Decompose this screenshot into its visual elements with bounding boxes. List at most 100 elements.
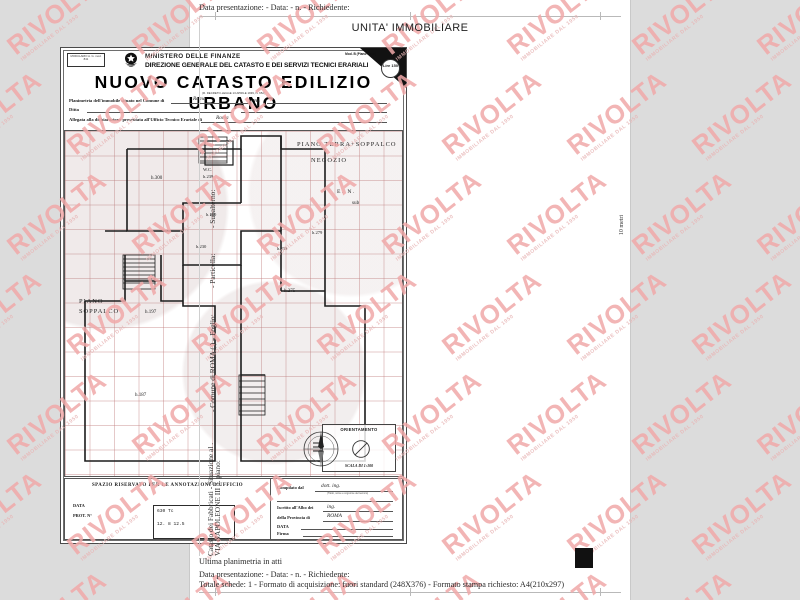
compass-rose-icon [303,431,339,467]
law-reference-note: (R. DECRETO-LEGGE 13 APRILE 1939, N. 652… [202,91,265,95]
sheet-main-title: NUOVO CATASTO EDILIZIO URBANO [94,72,373,113]
firma-rule [303,536,393,537]
modulario-stamp-text: MODULARIO A. G. mod. 841 [70,54,102,62]
plan-label-negozio: NEGOZIO [311,157,347,164]
plan-label-piano-terra: PIANO TERRA+SOPPALCO [297,141,397,148]
room-label: h.239 [203,174,214,179]
footer-ultima-planimetria: Ultima planimetria in atti [199,557,282,566]
floor-plan-vector: h.300 W.C. h.239 h.180 h.230 h.233 h.279… [79,135,397,462]
room-label: h.180 [206,212,217,217]
office-data-label: DATA [73,503,85,508]
office-annotations-left: SPAZIO RISERVATO PER LE ANNOTAZIONI D'UF… [65,479,271,539]
modulario-stamp-box: MODULARIO A. G. mod. 841 [67,53,105,67]
scale-ruler-label: 10 metri [619,214,626,236]
footer-tick-right [600,588,601,596]
room-label: h.233 [277,246,288,251]
footer-presentazione-line: Data presentazione: - Data: - n. - Richi… [199,570,350,579]
republic-emblem-icon [125,52,137,67]
plan-label-sub: sub [352,200,360,206]
form-line2-rule-a [87,112,232,113]
provincia-value: ROMA [327,513,342,519]
lire-stamp-text: Lire 150 [382,63,399,68]
header-presentazione-line: Data presentazione: - Data: - n. - Richi… [199,3,350,12]
room-label: h.230 [196,244,207,249]
mod-b-note: Mod. B (Piano Casa) [345,52,376,56]
compilato-rule2 [277,501,393,502]
form-line3-value: Roma [216,115,229,121]
no-entry-circle-icon [352,440,370,458]
ministero-line: MINISTERO DELLE FINANZE [145,53,241,60]
provincia-rule [323,521,393,522]
plan-label-piano: PIANO [79,298,104,305]
room-label: h.300 [151,176,163,181]
direzione-line: DIREZIONE GENERALE DEL CATASTO E DEI SER… [145,62,369,69]
room-label: h.279 [312,230,323,235]
gutter-line-comune: - Comune di ROMA ( ) - [208,338,217,413]
plan-label-soppalco: SOPPALCO [79,308,119,315]
ink-stamp-box: 630 Tc 12. 8 12.5 [153,505,235,539]
header-tick-right [600,12,601,20]
office-annotations-box: SPAZIO RISERVATO PER LE ANNOTAZIONI D'UF… [64,478,403,540]
footer-tick-left [215,588,216,596]
room-label: W.C. [203,167,212,172]
compilato-value: dott. ing. [321,483,341,489]
form-line3-rule [201,122,387,123]
firma-label: Firma [277,531,289,536]
iscritto-label: Iscritto all'Albo dei [277,505,314,510]
footer-data-rule [301,529,393,530]
gutter-line-particella: - Particella: [208,253,217,288]
provincia-label: della Provincia di [277,515,310,520]
iscritto-rule [323,511,393,512]
form-line1-via-rule [267,103,387,104]
header-tick-mid [410,12,411,20]
scale-note: SCALA DI 1:100 [344,463,374,468]
form-line1-rule [171,103,249,104]
plan-paper-grain [65,131,402,476]
room-label: h.187 [135,393,147,398]
gutter-line-via: VIA NAPOLEONE III n. piano: [213,460,222,556]
footer-totale-line: Totale schede: 1 - Formato di acquisizio… [199,580,565,589]
header-tick-left [215,12,216,20]
sheet-inner-border [63,50,404,541]
compilato-note: (Titolo, nome e cognome del tecnico) [327,492,369,495]
ink-stamp-line1: 630 Tc [157,509,174,514]
orientation-box: ORIENTAMENTO SCALA DI 1:100 [303,424,396,472]
page-edge-right [630,0,631,600]
form-line2-label: Ditta [69,107,79,112]
compilato-rule [315,491,393,492]
page-vertical-guide [199,16,200,556]
form-line2-rule-b [241,112,387,113]
cadastral-sheet: Mod. B (Piano Casa) Lire 150 MODULARIO A… [60,47,407,544]
office-prot-label: PROT. N° [73,513,92,518]
compilato-label: Compilato dal [277,485,304,490]
room-label: h.275 [284,289,296,294]
plan-label-en: E. N. [337,189,356,195]
lire-stamp-badge: Lire 150 [381,59,400,78]
scan-black-marker [575,548,593,568]
gutter-line-subalterno: - Subalterno: [208,189,217,228]
form-line3-label: Allegata alla dichiarazione presentata a… [69,117,202,122]
floor-plan-drawing-area: h.300 W.C. h.239 h.180 h.230 h.233 h.279… [64,130,403,477]
office-annotations-right: Compilato dal dott. ing. (Titolo, nome e… [271,479,402,539]
room-label: h.197 [145,310,157,315]
page-title: UNITA' IMMOBILIARE [351,22,469,34]
office-annotations-title: SPAZIO RISERVATO PER LE ANNOTAZIONI D'UF… [91,483,244,488]
footer-data-label: DATA [277,524,289,529]
form-line1-via-label: Via [253,98,260,103]
footer-tick-mid [410,588,411,596]
plan-grid-overlay [65,131,402,476]
sheet-header: MODULARIO A. G. mod. 841 MINISTERO DELLE… [61,48,406,128]
gutter-line-foglio: - Foglio: [208,314,217,340]
orientation-title: ORIENTAMENTO [340,427,378,432]
